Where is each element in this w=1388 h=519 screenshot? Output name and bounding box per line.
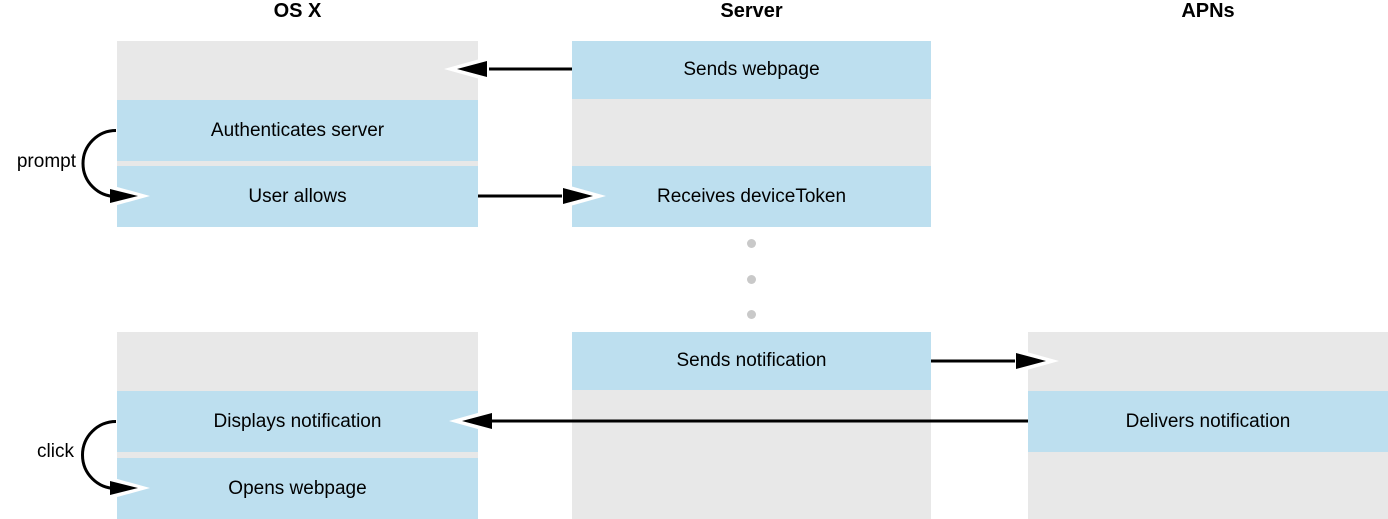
step-sends-notification: Sends notification bbox=[572, 332, 931, 390]
step-delivers-notification: Delivers notification bbox=[1028, 391, 1388, 452]
column-header-osx: OS X bbox=[273, 0, 322, 22]
dot bbox=[747, 239, 756, 248]
step-receives-devicetoken: Receives deviceToken bbox=[572, 166, 931, 227]
dot bbox=[747, 310, 756, 319]
step-sends-webpage: Sends webpage bbox=[572, 41, 931, 99]
column-header-server: Server bbox=[720, 0, 783, 22]
step-user-allows: User allows bbox=[117, 166, 478, 227]
column-header-apns: APNs bbox=[1181, 0, 1235, 22]
step-authenticates-server: Authenticates server bbox=[117, 100, 478, 161]
annotation-prompt: prompt bbox=[16, 151, 76, 172]
step-opens-webpage: Opens webpage bbox=[117, 458, 478, 519]
dot bbox=[747, 275, 756, 284]
annotation-click: click bbox=[37, 441, 74, 462]
step-displays-notification: Displays notification bbox=[117, 391, 478, 452]
